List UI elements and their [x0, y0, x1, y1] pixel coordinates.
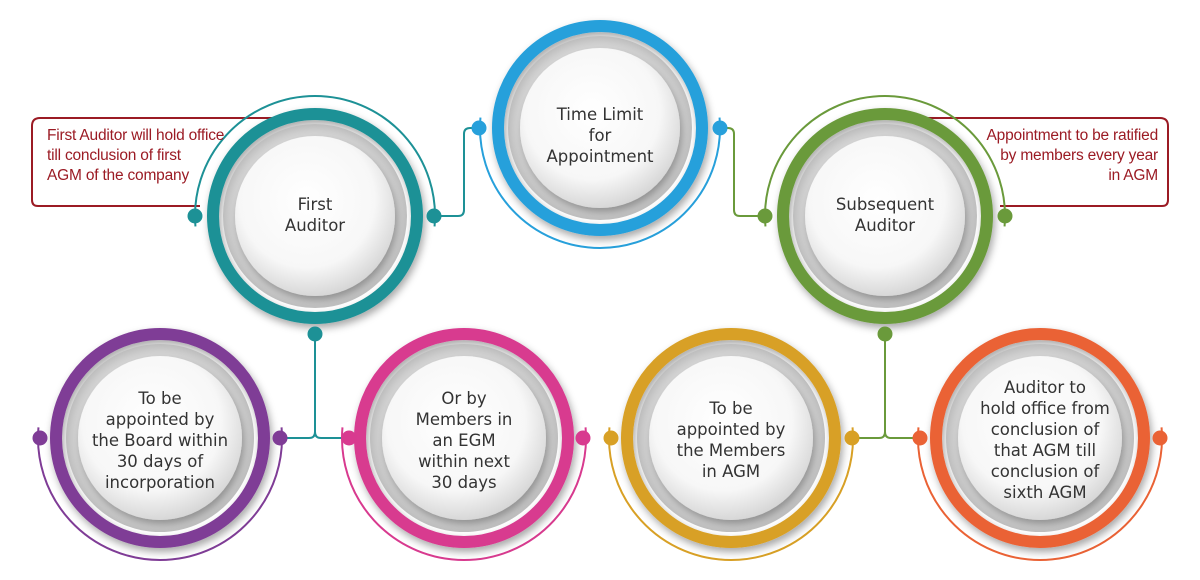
connector-first-to-board: [280, 334, 316, 439]
agm-appointment-inner-disk: [649, 356, 813, 520]
board-appointment-tail-arc: [37, 427, 283, 561]
first-auditor-dot-1: [187, 208, 203, 224]
egm-appointment-ring: [354, 328, 574, 548]
subsequent-auditor-note: Appointment to be ratified by members ev…: [986, 127, 1159, 184]
first-auditor-note-box: [31, 117, 300, 207]
first-auditor-note: First Auditor will hold office till conc…: [47, 127, 225, 184]
office-term-dot-2: [1152, 430, 1168, 446]
office-term-node: [912, 328, 1168, 561]
office-term-tail-arc: [917, 427, 1163, 561]
agm-appointment-node: [603, 328, 860, 561]
agm-appointment-dot-1: [603, 430, 619, 446]
egm-appointment-dot-1: [341, 430, 357, 446]
first-auditor-node: [187, 94, 442, 342]
subsequent-auditor-dot-3: [877, 326, 893, 342]
time-limit-dot-2: [712, 120, 728, 136]
agm-appointment-tail-arc: [608, 427, 854, 561]
subsequent-auditor-dot-2: [997, 208, 1013, 224]
egm-appointment-tail-arc: [341, 427, 587, 561]
time-limit-ring: [492, 20, 708, 236]
egm-appointment-inner-disk: [382, 356, 546, 520]
connector-time-limit-to-subsequent: [720, 127, 764, 217]
board-appointment-node: [32, 328, 288, 561]
board-appointment-dot-2: [272, 430, 288, 446]
connector-subsequent-to-agm: [852, 334, 886, 439]
connector-first-to-time-limit: [434, 127, 478, 217]
office-term-dot-1: [912, 430, 928, 446]
subsequent-auditor-node: [757, 94, 1013, 342]
first-auditor-inner-disk: [235, 136, 395, 296]
subsequent-auditor-ring: [777, 108, 993, 324]
first-auditor-tail-arc: [194, 94, 436, 227]
office-term-ring: [930, 328, 1150, 548]
time-limit-node: [471, 20, 728, 250]
subsequent-auditor-inner-disk: [805, 136, 965, 296]
board-appointment-dot-1: [32, 430, 48, 446]
agm-appointment-ring: [621, 328, 841, 548]
first-auditor-dot-3: [307, 326, 323, 342]
egm-appointment-dot-2: [575, 430, 591, 446]
time-limit-inner-disk: [520, 48, 680, 208]
time-limit-dot-1: [471, 120, 487, 136]
first-auditor-dot-2: [426, 208, 442, 224]
egm-appointment-node: [341, 328, 591, 561]
agm-appointment-dot-2: [844, 430, 860, 446]
subsequent-auditor-tail-arc: [764, 94, 1006, 227]
connector-subsequent-to-office-term: [884, 431, 920, 439]
office-term-inner-disk: [958, 356, 1122, 520]
connector-first-to-egm: [314, 431, 350, 439]
first-auditor-ring: [207, 108, 423, 324]
time-limit-tail-arc: [479, 117, 721, 250]
subsequent-auditor-note-box: [900, 117, 1169, 207]
board-appointment-ring: [50, 328, 270, 548]
board-appointment-inner-disk: [78, 356, 242, 520]
subsequent-auditor-dot-1: [757, 208, 773, 224]
